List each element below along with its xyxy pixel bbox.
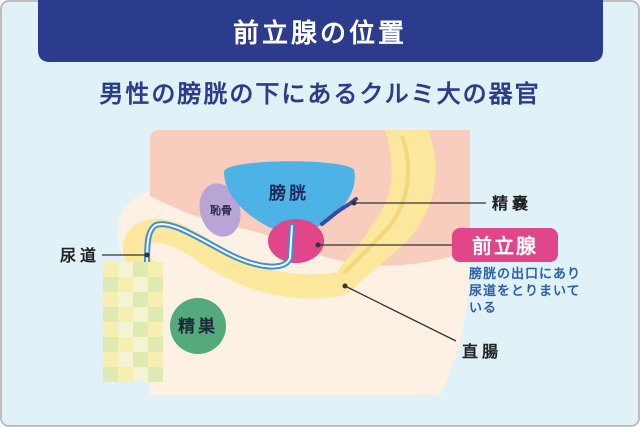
mosaic-cell [148,262,163,277]
mosaic-cell [148,322,163,337]
prostate-tag-label: 前立腺 [472,234,538,258]
mosaic-cell [133,307,148,322]
rectum-label: 直腸 [462,342,502,361]
bladder-shape [224,161,355,236]
mosaic-cell [133,337,148,352]
bladder-label: 膀胱 [269,183,309,204]
mosaic-cell [103,292,118,307]
rectum-inner [338,135,411,280]
mosaic-cell [148,367,163,382]
prostate-shape [268,219,324,263]
prostate-tag [452,228,558,262]
mosaic-cell [133,292,148,307]
urethra-tube-inner [146,223,293,268]
mosaic-cell [118,337,133,352]
pubic-bone-shape [199,183,241,237]
mosaic-cell [133,262,148,277]
mosaic-cell [103,367,118,382]
mosaic-cell [133,367,148,382]
title-bar [38,0,603,62]
testis-shape [170,298,226,354]
mosaic-cell [118,292,133,307]
mosaic-cell [118,277,133,292]
mosaic-cell [103,352,118,367]
mosaic-cell [118,352,133,367]
mosaic-cell [103,262,118,277]
mosaic-cell [103,277,118,292]
page-title: 前立腺の位置 [233,18,407,49]
prostate-note-line-2: 尿道をとりまいて [469,283,581,299]
mosaic-cell [133,322,148,337]
mosaic-cell [148,292,163,307]
mosaic-cell [148,337,163,352]
mosaic-cell [118,262,133,277]
urethra-leader-dot [144,252,150,258]
seminal-vesicle-leader-dot [351,200,357,206]
prostate-note-line-1: 膀胱の出口にあり [468,266,581,282]
prostate-note-line-3: いる [469,301,497,316]
seminal-vesicle-label: 精嚢 [492,194,532,213]
mosaic-cell [103,307,118,322]
mosaic-cell [118,367,133,382]
prostate-leader-dot [315,242,321,248]
mosaic-cell [133,352,148,367]
mosaic-cell [148,277,163,292]
mosaic-cell [103,322,118,337]
mosaic-censor [103,262,163,382]
mosaic-cell [118,322,133,337]
page-subtitle: 男性の膀胱の下にあるクルミ大の器官 [99,80,540,108]
mosaic-cell [133,277,148,292]
pubic-bone-label: 恥骨 [210,203,232,217]
mosaic-cell [118,307,133,322]
testis-label: 精巣 [178,316,218,337]
rectum-leader-line [344,285,457,342]
rectum-leader-dot [342,283,348,289]
mosaic-cell [148,352,163,367]
mosaic-cell [148,307,163,322]
mosaic-cell [103,337,118,352]
urethra-label: 尿道 [60,246,100,265]
urethra-tissue-band [122,218,350,299]
seminal-vesicle-shape [320,197,358,226]
